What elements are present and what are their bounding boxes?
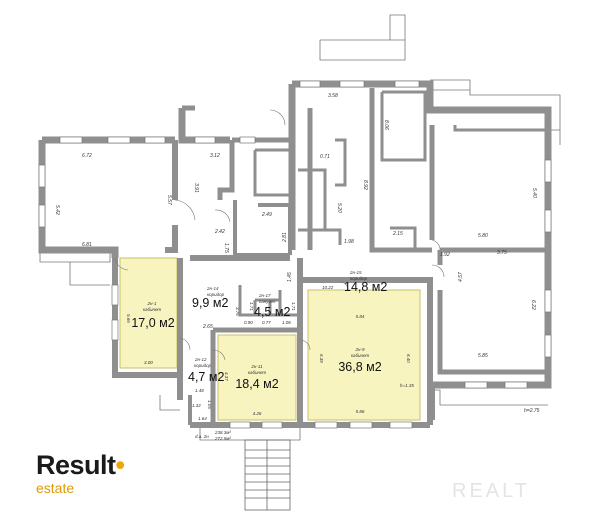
- room-2n1-fill[interactable]: [119, 257, 178, 369]
- room-2n12-type: коридор: [194, 363, 212, 368]
- dim-249: 2.49: [261, 212, 272, 218]
- room-2n9-type: кабинет: [351, 353, 370, 358]
- room-2n11-type: кабинет: [248, 370, 267, 375]
- room-2n11-code: 2н-11: [250, 364, 263, 369]
- room-2n1-dim-a: 5.66: [126, 314, 131, 323]
- dim-1022: 10.22: [322, 285, 334, 290]
- dim-242: 2.42: [214, 229, 225, 235]
- brand-name-sub: estate: [36, 480, 75, 496]
- dim-215: 2.15: [392, 231, 403, 237]
- room-2n12-code: 2н-12: [194, 357, 207, 362]
- room-2n9-dim-bottom: 5.86: [356, 409, 365, 414]
- windows: [38, 80, 552, 429]
- staircase: [244, 439, 291, 511]
- room-2n1-type: кабинет: [143, 307, 162, 312]
- dim-132: 1.32: [192, 403, 201, 408]
- room-2n11-area: 18,4 м2: [235, 377, 278, 391]
- dim-391: 3.91: [193, 183, 199, 193]
- room-2n1-label: 2н-1 кабинет 17,0 м2 5.66: [126, 301, 175, 330]
- dim-520: 5.20: [336, 203, 342, 213]
- area-note-line2: 272.5м²: [214, 436, 231, 441]
- dim-375: 3.75: [497, 250, 507, 256]
- dim-145: 1.45: [287, 272, 293, 282]
- dim-265: 2.65: [202, 324, 213, 330]
- room-2n15-area: 14,8 м2: [344, 280, 387, 294]
- dim-300: 3.00: [144, 360, 153, 365]
- room-2n1-code: 2н-1: [147, 301, 157, 306]
- dim-198: 1.98: [344, 239, 354, 245]
- room-2n9-dim-top: 5.84: [356, 314, 365, 319]
- room-2n15-label: 2н-15 коридор 14,8 м2: [344, 270, 387, 294]
- dim-164: 1.64: [198, 416, 207, 421]
- dim-585: 5.85: [478, 353, 488, 359]
- room-2n9-height-note: h=1.35: [400, 383, 414, 388]
- dimension-labels: 6.72 5.42 6.81 5.57 3.12 3.91 3.58 8.06 …: [54, 93, 537, 421]
- dim-192: 1.92: [440, 252, 450, 258]
- room-2n12-label: 2н-12 коридор 4,7 м2: [188, 357, 224, 384]
- dim-175: 1.75: [223, 243, 229, 253]
- height-note: h=2.75: [524, 408, 540, 414]
- room-2n9-dim-right: 6.40: [406, 354, 411, 363]
- room-2n12-area: 4,7 м2: [188, 370, 224, 384]
- dim-312: 3.12: [210, 153, 220, 159]
- room-2n11-dim-left: 4.37: [224, 372, 229, 381]
- room-2n9-fill[interactable]: [307, 289, 421, 421]
- area-note-sign: d.a. 2н: [195, 434, 209, 439]
- brand-logo: Result• estate: [36, 450, 125, 497]
- room-2n9-code: 2н-9: [355, 347, 365, 352]
- dim-171a: 1.71: [249, 302, 254, 311]
- room-2n9-label: 2н-9 кабинет 36,8 м2 5.84 6.39 6.40 5.86…: [319, 314, 414, 414]
- dim-171b: 1.71: [291, 302, 296, 311]
- room-2n14-type: коридор: [207, 292, 225, 297]
- room-2n9-dim-left: 6.39: [319, 354, 324, 363]
- room-2n14-label: 2н-14 коридор 9,9 м2: [192, 286, 228, 310]
- dim-090: 0.90: [244, 320, 253, 325]
- dim-672: 6.72: [82, 153, 92, 159]
- area-note-line1: 238.3м²: [214, 430, 231, 435]
- dim-622: 6.22: [530, 300, 536, 310]
- room-2n14-area: 9,9 м2: [192, 296, 228, 310]
- dim-281: 2.81: [282, 232, 288, 243]
- dim-806: 8.06: [383, 120, 389, 130]
- dim-542: 5.42: [54, 205, 60, 215]
- room-2n17-type: санузел: [259, 299, 276, 304]
- dim-106: 1.06: [282, 320, 291, 325]
- room-2n17-label: 2н-17 санузел 4,5 м2: [254, 293, 290, 319]
- room-2n14-code: 2н-14: [206, 286, 219, 291]
- dim-457: 4.57: [458, 272, 464, 282]
- brand-name-main: Result: [36, 450, 116, 480]
- dim-892: 8.92: [362, 180, 368, 190]
- dim-580: 5.80: [478, 233, 488, 239]
- room-2n1-area: 17,0 м2: [131, 316, 174, 330]
- room-2n15-code: 2н-15: [349, 270, 362, 275]
- dim-071: 0.71: [320, 154, 330, 160]
- dim-105: 1.05: [207, 400, 212, 409]
- room-2n11-fill[interactable]: [217, 334, 297, 421]
- dim-376: 3.76: [235, 307, 240, 316]
- dim-358: 3.58: [328, 93, 338, 99]
- watermark: REALT: [452, 480, 530, 502]
- brand-dot-icon: •: [115, 450, 125, 480]
- area-note: d.a. 2н 238.3м² 272.5м²: [195, 430, 231, 441]
- dim-681: 6.81: [82, 242, 92, 248]
- dim-540: 5.40: [531, 188, 537, 198]
- dim-148: 1.48: [195, 388, 204, 393]
- dim-557: 5.57: [166, 195, 172, 205]
- room-2n11-label: 2н-11 кабинет 18,4 м2 4.37 4.26: [224, 364, 279, 416]
- doors: [114, 109, 445, 361]
- room-2n17-code: 2н-17: [258, 293, 271, 298]
- site-outlines: [39, 14, 561, 441]
- room-2n17-area: 4,5 м2: [254, 305, 290, 319]
- room-2n11-dim-bottom: 4.26: [253, 411, 262, 416]
- dim-077: 0.77: [262, 320, 271, 325]
- room-2n9-area: 36,8 м2: [338, 360, 381, 374]
- room-2n15-type: коридор: [350, 276, 368, 281]
